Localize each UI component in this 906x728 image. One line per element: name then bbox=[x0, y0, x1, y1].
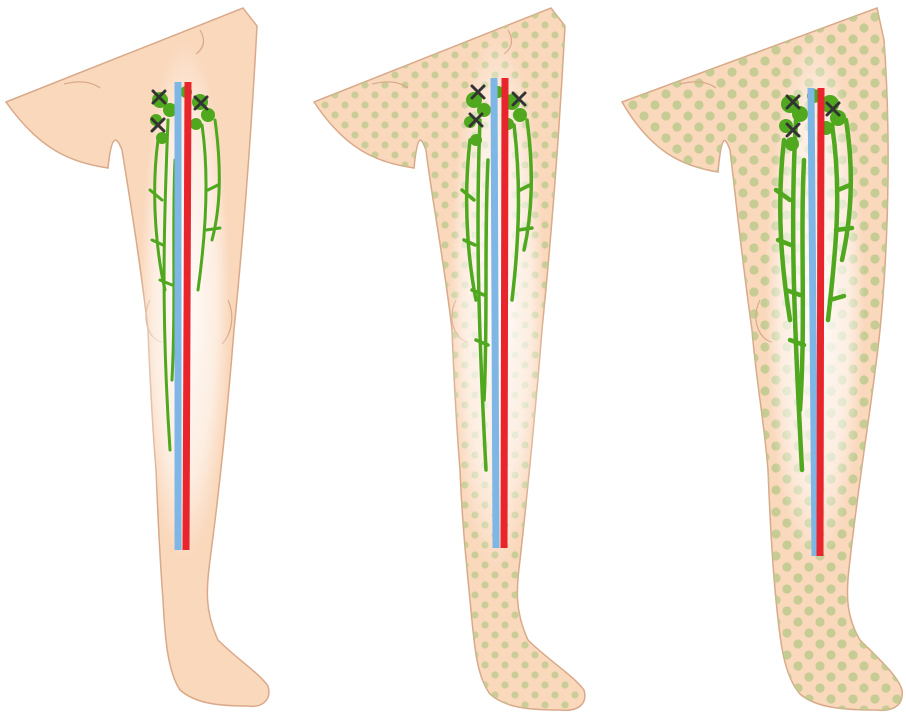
artery bbox=[820, 88, 821, 556]
artery bbox=[504, 78, 505, 548]
leg-outline bbox=[6, 8, 269, 706]
leg-panel-3 bbox=[622, 8, 902, 710]
vein bbox=[811, 88, 815, 556]
leg-panel-2 bbox=[314, 8, 585, 710]
lymph-dot-pattern bbox=[314, 8, 585, 710]
artery bbox=[186, 82, 188, 550]
vein bbox=[494, 78, 496, 548]
leg-panel-1 bbox=[6, 8, 269, 706]
leg-outline bbox=[314, 8, 585, 710]
